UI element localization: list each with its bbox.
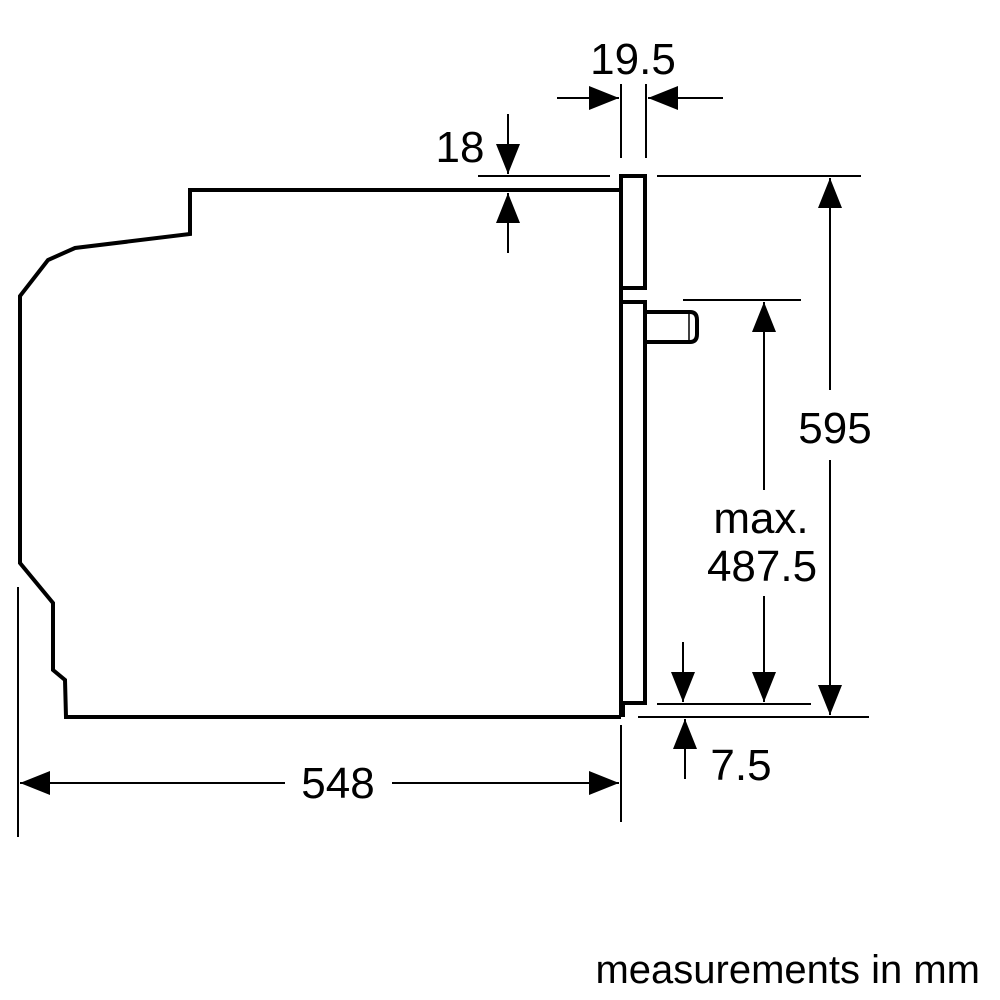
label-door-thickness: 19.5	[590, 35, 676, 84]
dimension-depth: 548	[17, 587, 622, 837]
label-depth: 548	[301, 759, 374, 808]
dimension-top-offset: 18	[436, 114, 610, 253]
dimension-door-height: max. 487.5	[657, 299, 817, 705]
label-total-height: 595	[798, 404, 871, 453]
label-bottom-offset: 7.5	[710, 741, 771, 790]
oven-door-upper-panel	[619, 174, 647, 717]
label-door-height: 487.5	[707, 542, 817, 591]
units-note: measurements in mm	[595, 948, 980, 992]
label-max: max.	[713, 494, 808, 543]
label-top-offset: 18	[436, 123, 485, 172]
dimension-door-thickness: 19.5	[557, 35, 723, 158]
dimension-bottom-offset: 7.5	[671, 642, 772, 790]
door-handle	[645, 310, 699, 344]
dimension-total-height: 595	[638, 175, 872, 718]
oven-body-outline	[18, 188, 621, 719]
oven-door-lower-panel	[621, 300, 647, 717]
